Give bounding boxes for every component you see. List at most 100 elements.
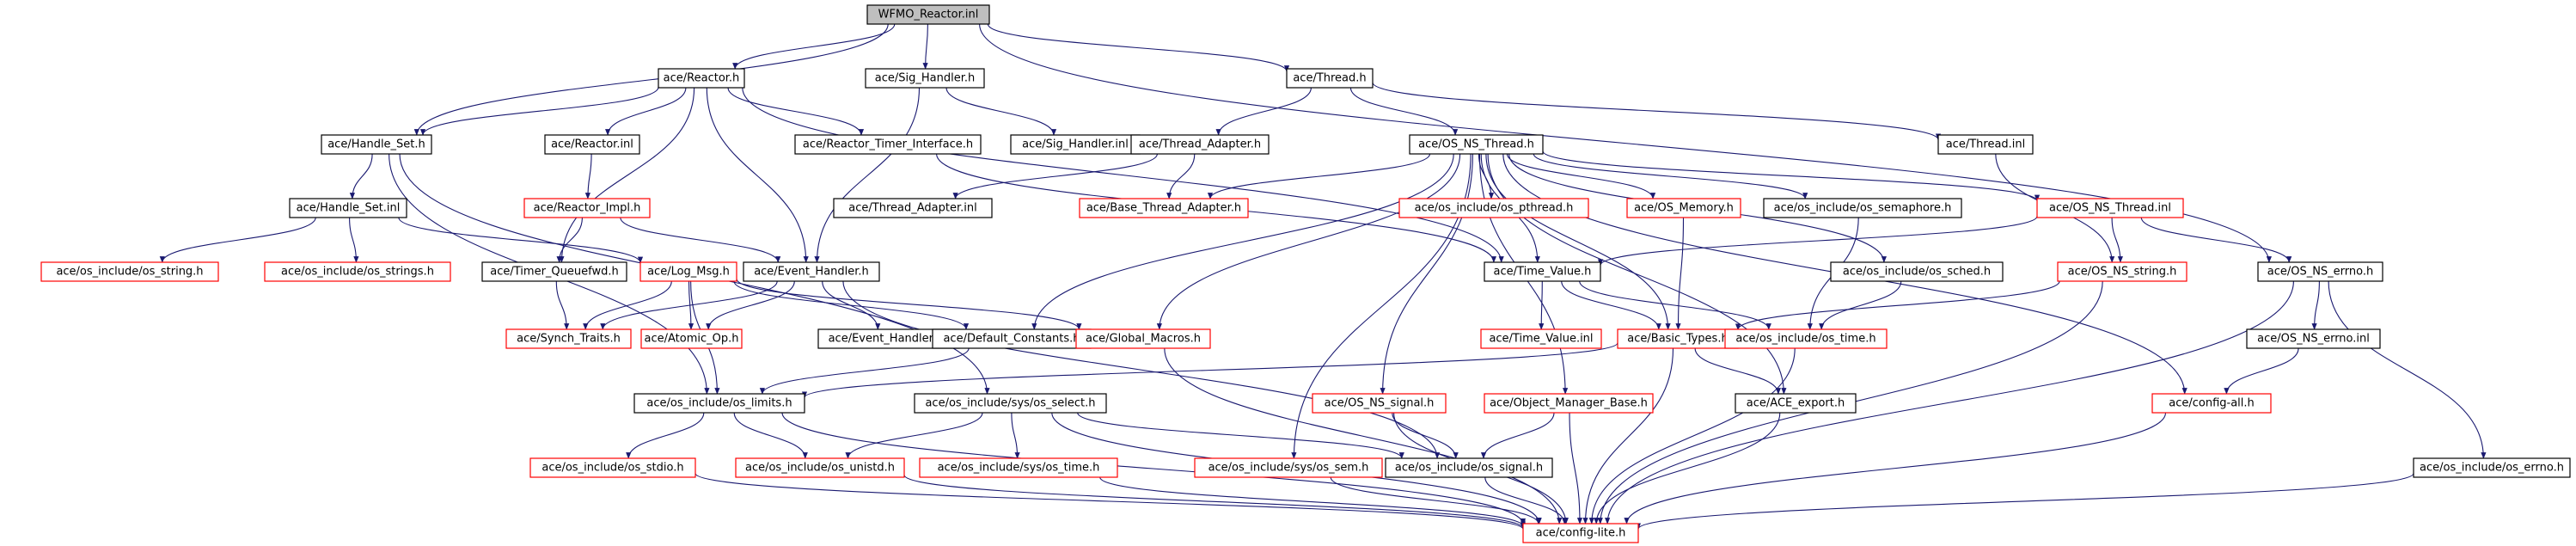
node-ace-os-include-os-string-h[interactable]: ace/os_include/os_string.h [40, 261, 219, 282]
node-ace-time-value-h[interactable]: ace/Time_Value.h [1484, 261, 1601, 282]
node-ace-handle-set-inl[interactable]: ace/Handle_Set.inl [289, 198, 407, 218]
edge-ace-reactor-h-to-ace-reactor-inl [605, 87, 687, 136]
node-ace-os-memory-h[interactable]: ace/OS_Memory.h [1626, 198, 1741, 218]
node-ace-config-all-h[interactable]: ace/config-all.h [2151, 393, 2272, 414]
node-box [289, 198, 407, 218]
node-box [1522, 523, 1639, 543]
node-ace-atomic-op-h[interactable]: ace/Atomic_Op.h [640, 328, 743, 349]
node-ace-os-include-os-time-h[interactable]: ace/os_include/os_time.h [1724, 328, 1888, 349]
node-ace-reactor-impl-h[interactable]: ace/Reactor_Impl.h [523, 198, 651, 218]
node-label: ace/Event_Handler.h [754, 266, 869, 279]
node-ace-os-include-os-signal-h[interactable]: ace/os_include/os_signal.h [1385, 457, 1553, 478]
edge-ace-handle-set-inl-to-ace-log-msg-h [398, 217, 644, 264]
node-label: ace/Reactor.h [664, 72, 740, 85]
node-label: ace/Object_Manager_Base.h [1490, 397, 1648, 410]
node-ace-default-constants-h[interactable]: ace/Default_Constants.h [932, 328, 1092, 349]
node-ace-os-ns-string-h[interactable]: ace/OS_NS_string.h [2057, 261, 2187, 282]
edge-ace-os-include-os-limits-h-to-ace-config-lite-h [781, 412, 1526, 525]
node-label: ace/OS_NS_errno.h [2267, 266, 2374, 279]
node-ace-os-include-sys-os-sem-h[interactable]: ace/os_include/sys/os_sem.h [1194, 457, 1383, 478]
node-box [1312, 393, 1447, 414]
node-ace-reactor-inl[interactable]: ace/Reactor.inl [544, 134, 640, 155]
node-box [633, 393, 805, 414]
node-box [1724, 328, 1888, 349]
edge-ace-handle-set-inl-to-ace-os-include-os-strings-h [349, 217, 359, 263]
node-label: ace/Synch_Traits.h [517, 333, 621, 346]
node-ace-thread-adapter-h[interactable]: ace/Thread_Adapter.h [1130, 134, 1270, 155]
node-ace-os-include-os-unistd-h[interactable]: ace/os_include/os_unistd.h [735, 457, 905, 478]
edge-ace-sig-handler-h-to-ace-event-handler-h [814, 87, 921, 263]
node-ace-time-value-inl[interactable]: ace/Time_Value.inl [1480, 328, 1602, 349]
edge-ace-os-include-sys-os-select-h-to-ace-os-include-os-unistd-h [845, 412, 983, 459]
node-ace-object-manager-base-h[interactable]: ace/Object_Manager_Base.h [1484, 393, 1654, 414]
node-label: ace/os_include/sys/os_sem.h [1208, 462, 1369, 475]
edge-ace-os-include-os-unistd-h-to-ace-config-lite-h [903, 474, 1526, 529]
node-label: ace/Sig_Handler.inl [1022, 138, 1129, 151]
edge-ace-log-msg-h-to-ace-synch-traits-h [583, 280, 672, 330]
edge-ace-os-ns-thread-inl-to-ace-os-ns-errno-h [2140, 217, 2292, 263]
node-ace-thread-inl[interactable]: ace/Thread.inl [1937, 134, 2034, 155]
node-ace-thread-h[interactable]: ace/Thread.h [1286, 68, 1374, 89]
node-ace-reactor-h[interactable]: ace/Reactor.h [658, 68, 745, 89]
node-ace-event-handler-h[interactable]: ace/Event_Handler.h [743, 261, 880, 282]
node-ace-sig-handler-inl[interactable]: ace/Sig_Handler.inl [1010, 134, 1141, 155]
node-box [658, 68, 745, 89]
edge-ace-time-value-h-to-ace-time-value-inl [1539, 280, 1545, 330]
node-label: ace/OS_NS_Thread.h [1418, 138, 1534, 151]
node-ace-os-include-os-pthread-h[interactable]: ace/os_include/os_pthread.h [1398, 198, 1589, 218]
node-ace-config-lite-h[interactable]: ace/config-lite.h [1522, 523, 1639, 543]
node-label: ace/Thread_Adapter.h [1139, 138, 1261, 151]
node-box [639, 261, 737, 282]
edge-ace-log-msg-h-to-ace-global-macros-h [736, 279, 1082, 330]
node-box [914, 393, 1107, 414]
node-label: ace/Time_Value.h [1494, 266, 1592, 279]
edge-ace-os-include-os-stdio-h-to-ace-config-lite-h [694, 473, 1526, 531]
node-ace-os-include-sys-os-select-h[interactable]: ace/os_include/sys/os_select.h [914, 393, 1107, 414]
node-ace-sig-handler-h[interactable]: ace/Sig_Handler.h [865, 68, 985, 89]
node-ace-os-include-os-limits-h[interactable]: ace/os_include/os_limits.h [633, 393, 805, 414]
node-ace-os-include-os-strings-h[interactable]: ace/os_include/os_strings.h [264, 261, 451, 282]
node-label: ace/Atomic_Op.h [645, 333, 739, 346]
node-label: WFMO_Reactor.inl [878, 9, 979, 21]
node-ace-log-msg-h[interactable]: ace/Log_Msg.h [639, 261, 737, 282]
node-ace-event-handler-inl[interactable]: ace/Event_Handler.inl [817, 328, 960, 349]
node-ace-handle-set-h[interactable]: ace/Handle_Set.h [321, 134, 432, 155]
node-ace-reactor-timer-interface-h[interactable]: ace/Reactor_Timer_Interface.h [794, 134, 982, 155]
edge-ace-os-ns-thread-h-to-ace-default-constants-h [1031, 153, 1454, 330]
node-label: ace/os_include/os_unistd.h [745, 462, 895, 475]
node-ace-os-include-os-sched-h[interactable]: ace/os_include/os_sched.h [1830, 261, 2004, 282]
node-wfmo-reactor-inl[interactable]: WFMO_Reactor.inl [866, 4, 990, 25]
edge-ace-event-handler-h-to-ace-event-handler-inl [822, 280, 881, 330]
edge-ace-os-ns-thread-h-to-ace-global-macros-h [1156, 153, 1461, 330]
node-box [1385, 457, 1553, 478]
node-label: ace/os_include/os_limits.h [646, 397, 792, 410]
node-ace-os-include-sys-os-time-h[interactable]: ace/os_include/sys/os_time.h [919, 457, 1118, 478]
node-ace-synch-traits-h[interactable]: ace/Synch_Traits.h [505, 328, 632, 349]
node-box [743, 261, 880, 282]
node-ace-os-ns-signal-h[interactable]: ace/OS_NS_signal.h [1312, 393, 1447, 414]
edge-ace-os-ns-thread-h-to-ace-os-ns-thread-inl [1542, 150, 2040, 202]
node-ace-os-ns-thread-h[interactable]: ace/OS_NS_Thread.h [1409, 134, 1544, 155]
edge-ace-thread-h-to-ace-thread-inl [1372, 82, 1941, 141]
node-ace-os-include-os-stdio-h[interactable]: ace/os_include/os_stdio.h [529, 457, 696, 478]
node-ace-thread-adapter-inl[interactable]: ace/Thread_Adapter.inl [833, 198, 993, 218]
edge-ace-os-ns-thread-h-to-ace-os-include-os-semaphore-h [1533, 153, 1808, 199]
node-box [1480, 328, 1602, 349]
node-ace-os-ns-thread-inl[interactable]: ace/OS_NS_Thread.inl [2036, 198, 2184, 218]
node-ace-os-ns-errno-h[interactable]: ace/OS_NS_errno.h [2257, 261, 2383, 282]
node-ace-os-ns-errno-inl[interactable]: ace/OS_NS_errno.inl [2246, 328, 2381, 349]
node-ace-timer-queuefwd-h[interactable]: ace/Timer_Queuefwd.h [481, 261, 627, 282]
edge-ace-reactor-h-to-ace-event-handler-h [706, 87, 809, 263]
edge-ace-basic-types-h-to-ace-os-include-os-limits-h [802, 342, 1618, 399]
node-ace-os-include-os-semaphore-h[interactable]: ace/os_include/os_semaphore.h [1763, 198, 1962, 218]
node-ace-basic-types-h[interactable]: ace/Basic_Types.h [1617, 328, 1739, 349]
edge-ace-os-ns-thread-inl-to-ace-time-value-h [1598, 216, 2038, 267]
node-ace-os-include-os-errno-h[interactable]: ace/os_include/os_errno.h [2413, 457, 2571, 478]
node-ace-global-macros-h[interactable]: ace/Global_Macros.h [1075, 328, 1211, 349]
node-ace-ace-export-h[interactable]: ace/ACE_export.h [1735, 393, 1857, 414]
edge-ace-os-ns-thread-h-to-ace-os-ns-signal-h [1380, 153, 1473, 395]
node-box [640, 328, 743, 349]
node-label: ace/Log_Msg.h [647, 266, 730, 279]
node-ace-base-thread-adapter-h[interactable]: ace/Base_Thread_Adapter.h [1079, 198, 1249, 218]
